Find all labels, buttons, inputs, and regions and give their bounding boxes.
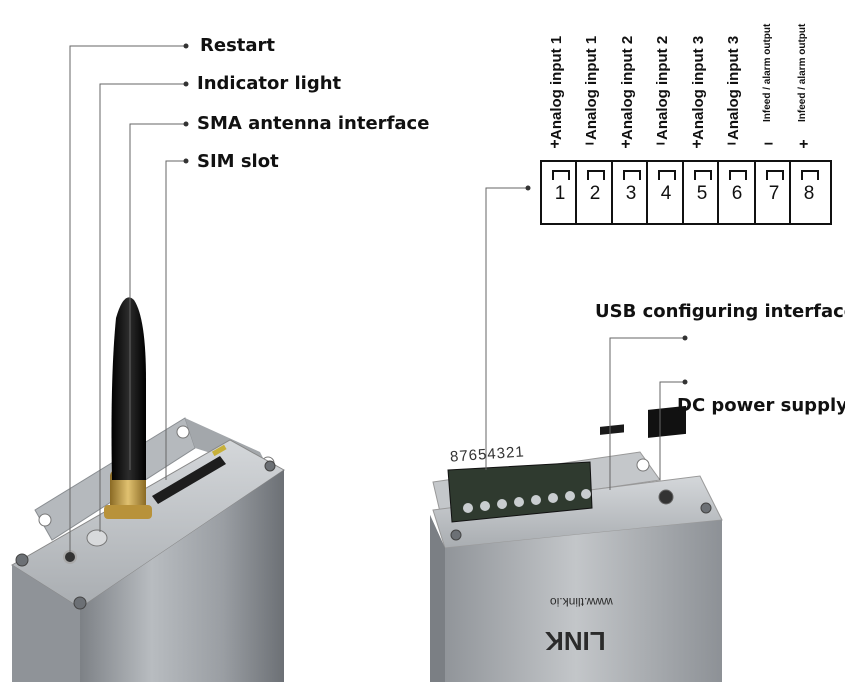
terminal-divider [682, 160, 684, 225]
terminal-screws [463, 489, 591, 513]
website-print: www.tlink.io [550, 595, 613, 609]
terminal-tick [729, 170, 747, 180]
pin-8-label: Infeed / alarm output [797, 23, 808, 122]
screw [15, 553, 29, 567]
terminal-divider [717, 160, 719, 225]
dc-jack-pin [658, 489, 674, 505]
terminal-tick [766, 170, 784, 180]
terminal-3: 3 [625, 183, 637, 204]
restart-pinhole[interactable] [63, 550, 77, 564]
pin-5-polarity: + [692, 136, 702, 153]
sma-antenna-label: SMA antenna interface [197, 113, 430, 134]
sim-slot-label: SIM slot [197, 151, 279, 172]
sim-card-edge [211, 444, 227, 457]
sim-slot[interactable] [152, 456, 226, 504]
right-device [430, 405, 723, 682]
pin-6-polarity: − [727, 136, 737, 153]
terminal-divider [611, 160, 613, 225]
terminal-divider [789, 160, 791, 225]
dc-power-label: DC power supply [677, 395, 845, 416]
bracket-hole [176, 425, 190, 439]
terminal-tick [623, 170, 641, 180]
usb-interface-label: USB configuring interface [595, 301, 845, 322]
terminal-divider [575, 160, 577, 225]
sma-nut [104, 505, 152, 519]
terminal-tick [801, 170, 819, 180]
terminal-6: 6 [731, 183, 743, 204]
terminal-tick [694, 170, 712, 180]
terminal-divider [646, 160, 648, 225]
terminal-tick [658, 170, 676, 180]
terminal-divider [754, 160, 756, 225]
left-device [11, 297, 285, 682]
terminal-diagram [540, 160, 832, 225]
pin-7-label: Infeed / alarm output [762, 23, 773, 122]
brand-logo: LINK [545, 626, 606, 656]
pin-7-polarity: − [764, 136, 774, 153]
bracket-hole [636, 458, 650, 472]
terminal-tick [552, 170, 570, 180]
pin-2-polarity: − [585, 136, 595, 153]
bracket-hole [38, 513, 52, 527]
device-side-shadow [430, 515, 445, 682]
pin-8-polarity: + [799, 136, 809, 153]
terminal-tick [587, 170, 605, 180]
indicator-light-label: Indicator light [197, 73, 342, 94]
terminal-2: 2 [589, 183, 601, 204]
device-body [12, 565, 80, 682]
pin-1-polarity: + [550, 136, 560, 153]
device-front-right [430, 515, 722, 682]
indicator-light [86, 529, 108, 547]
terminal-7: 7 [768, 183, 780, 204]
pin-3-label: Analog input 2 [619, 35, 636, 140]
usb-port[interactable] [600, 424, 624, 435]
leader-dots [183, 43, 688, 385]
pin-1-label: Analog input 1 [548, 35, 565, 140]
pin-2-label: Analog input 1 [583, 35, 600, 140]
screw [700, 502, 712, 514]
dc-jack[interactable] [648, 405, 686, 438]
pin-4-label: Analog input 2 [654, 35, 671, 140]
device-body-front [80, 470, 284, 682]
restart-label: Restart [200, 35, 276, 56]
terminal-8: 8 [803, 183, 815, 204]
leader-lines [69, 45, 685, 552]
pin-4-polarity: − [656, 136, 666, 153]
terminal-5: 5 [696, 183, 708, 204]
sma-connector[interactable] [110, 470, 146, 516]
screw [450, 529, 462, 541]
antenna[interactable] [111, 297, 147, 480]
pin-3-polarity: + [621, 136, 631, 153]
terminal-1: 1 [554, 183, 566, 204]
screw [264, 460, 276, 472]
screw [73, 596, 87, 610]
terminal-4: 4 [660, 183, 672, 204]
pin-5-label: Analog input 3 [690, 35, 707, 140]
pin-6-label: Analog input 3 [725, 35, 742, 140]
